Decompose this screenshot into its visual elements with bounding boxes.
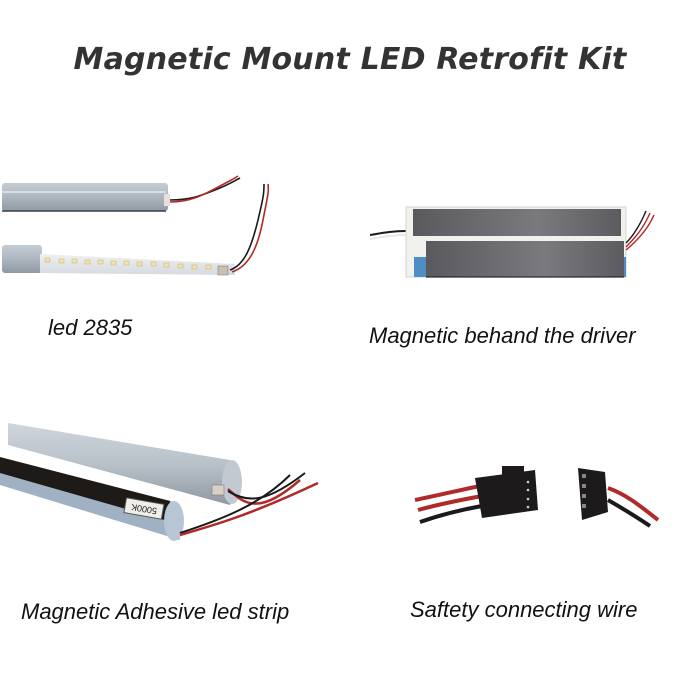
caption-magnetic-driver: Magnetic behand the driver xyxy=(369,323,636,348)
connector-photo xyxy=(410,460,670,540)
caption-connecting-wire: Saftety connecting wire xyxy=(410,597,638,622)
caption-led-2835: led 2835 xyxy=(48,315,133,340)
caption-adhesive-strip: Magnetic Adhesive led strip xyxy=(21,599,290,624)
adhesive-strip-photo: 5000K xyxy=(0,405,320,550)
page-title: Magnetic Mount LED Retrofit Kit xyxy=(73,42,627,77)
driver-photo xyxy=(370,195,660,285)
led-strip-photo xyxy=(0,170,290,295)
led-chips xyxy=(44,257,212,270)
strip-label: 5000K xyxy=(130,502,157,516)
